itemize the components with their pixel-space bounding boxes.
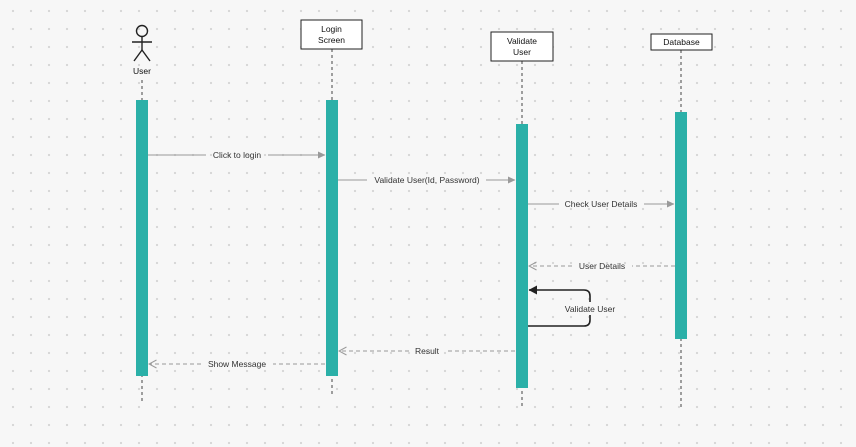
participant-login-screen-label-line2: Screen [318,35,345,45]
message-show-message[interactable]: Show Message [149,359,325,369]
participant-database[interactable]: Database [650,33,713,51]
message-click-to-login[interactable]: Click to login [148,150,326,160]
message-validate-user-call[interactable]: Validate User(Id, Password) [338,175,516,185]
message-result[interactable]: Result [339,346,515,356]
stick-figure-actor-icon [132,24,152,62]
message-label: Show Message [208,359,266,369]
message-label: Validate User(Id, Password) [374,175,479,185]
activation-bar-validate-user[interactable] [516,124,528,388]
activation-bar-user[interactable] [136,100,148,376]
participant-validate-user-label-line1: Validate [507,36,537,46]
participant-user[interactable]: User [132,24,152,77]
message-user-details[interactable]: User Details [529,261,675,271]
message-label: Result [415,346,440,356]
activation-bar-login-screen[interactable] [326,100,338,376]
participant-validate-user[interactable]: Validate User [490,31,554,62]
participant-box [490,31,554,62]
participant-login-screen-label-line1: Login [321,24,342,34]
message-label: Validate User [565,304,616,314]
participant-login-screen[interactable]: Login Screen [300,19,363,50]
message-label: Click to login [213,150,261,160]
participant-database-label: Database [663,37,700,47]
participant-box [650,33,713,51]
message-check-user-details[interactable]: Check User Details [528,199,675,209]
participant-validate-user-label-line2: User [513,47,531,57]
self-call-label-bg [560,302,620,315]
activation-bar-database[interactable] [675,112,687,339]
message-label: Check User Details [565,199,638,209]
participant-box [300,19,363,50]
message-label: User Details [579,261,625,271]
message-validate-user-self[interactable]: Validate User [528,285,620,327]
participant-user-label: User [133,66,151,76]
